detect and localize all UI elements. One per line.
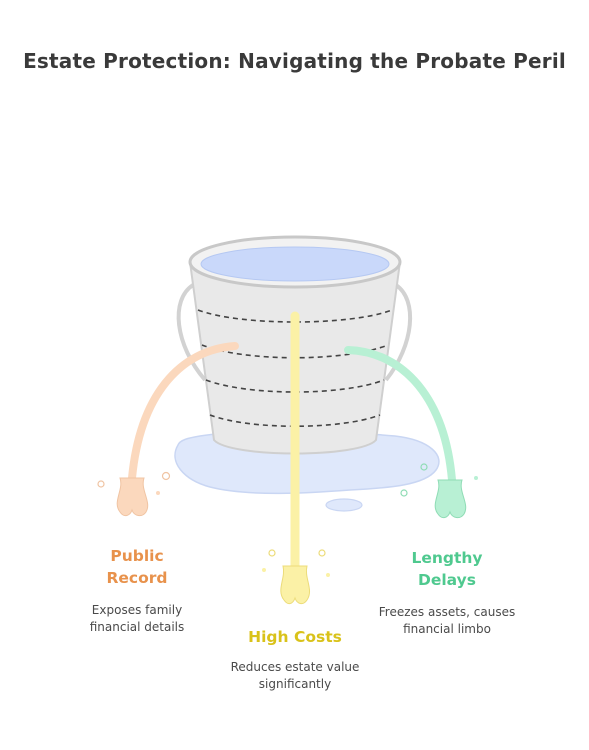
public-record-label: Public Record xyxy=(106,547,168,587)
high-costs-label: High Costs xyxy=(248,628,342,646)
lengthy-delays-description: Freezes assets, causes financial limbo xyxy=(378,605,516,636)
bucket-handle xyxy=(176,283,207,382)
public-record-description: Exposes family financial details xyxy=(89,603,185,634)
public-record-splash xyxy=(116,477,149,517)
high-costs-description: Reduces estate value significantly xyxy=(230,660,360,691)
high-costs-splash xyxy=(280,565,311,605)
bucket-handle-right xyxy=(384,283,413,382)
lengthy-delays-label: Lengthy Delays xyxy=(411,549,483,589)
water-drop xyxy=(325,498,363,512)
lengthy-delays-splash xyxy=(434,479,467,519)
bucket-water xyxy=(200,246,390,282)
lengthy-delays-stream xyxy=(344,346,456,484)
page-title: Estate Protection: Navigating the Probat… xyxy=(23,49,566,73)
public-record-stream xyxy=(128,342,239,482)
